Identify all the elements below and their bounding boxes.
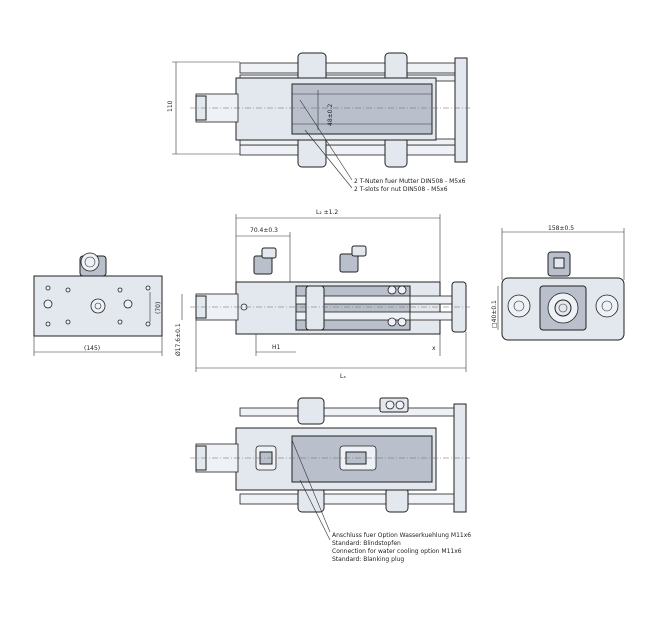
bottom-view: Anschluss fuer Option Wasserkuehlung M11…	[190, 397, 471, 563]
side-dim-H1: H1	[272, 344, 281, 351]
right-dim-158: 158±0.5	[548, 225, 574, 232]
bottom-note-line3: Connection for water cooling option M11x…	[332, 548, 462, 555]
top-dim-height: 110	[167, 100, 174, 112]
left-end-view: (145) (70)	[33, 252, 163, 356]
bottom-note-line1: Anschluss fuer Option Wasserkuehlung M11…	[332, 532, 471, 539]
right-end-view: 158±0.5 □40±0.1	[491, 225, 625, 341]
side-dim-70b: (70)	[155, 302, 162, 314]
side-dim-70: 70.4±0.3	[250, 227, 278, 234]
side-dim-x: x	[432, 345, 436, 352]
top-note-line2: 2 T-slots for nut DIN508 - M5x6	[354, 186, 448, 193]
bottom-note-line2: Standard: Blindstopfen	[332, 540, 401, 547]
side-dim-L2: L₂ ±1.2	[316, 209, 338, 216]
side-view: L₂ ±1.2 70.4±0.3 Ø17.6±0.1	[175, 209, 470, 380]
right-dim-sq: □40±0.1	[491, 300, 498, 328]
left-dim-width: (145)	[84, 345, 100, 352]
top-dim-slot: 48±0.2	[327, 104, 334, 126]
side-dim-dia: Ø17.6±0.1	[175, 323, 182, 356]
top-note-line1: 2 T-Nuten fuer Mutter DIN508 - M5x6	[354, 178, 466, 185]
bottom-note-line4: Standard: Blanking plug	[332, 556, 404, 563]
top-view: 110 48±0.2 2 T-Nuten fuer Mutter DIN508 …	[167, 52, 470, 193]
side-dim-L: Lₓ	[340, 373, 346, 380]
